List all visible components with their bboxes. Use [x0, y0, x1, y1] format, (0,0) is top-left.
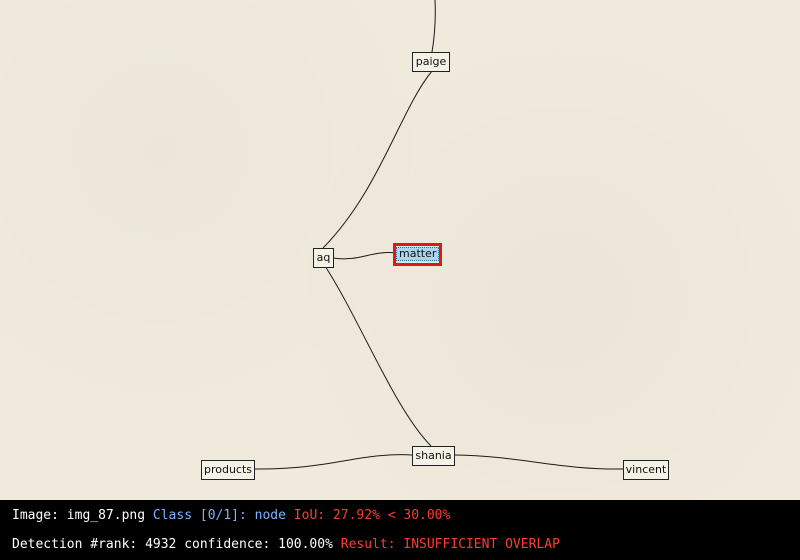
image-name: img_87.png [66, 508, 146, 523]
node-label: vincent [625, 463, 667, 476]
diagram-canvas: paige aq matter shania products vincent [0, 0, 800, 500]
node-vincent[interactable]: vincent [623, 460, 669, 480]
status-line-2: Detection #rank: 4932 confidence: 100.00… [12, 537, 560, 552]
node-label: aq [316, 251, 331, 264]
edge-paige-aq [322, 70, 433, 249]
edge-layer [253, 0, 624, 470]
edge-shania-vincent [454, 454, 624, 470]
node-label: shania [415, 449, 452, 462]
detection-label: Detection #rank: [12, 537, 138, 552]
rank-value: 4932 [145, 537, 177, 552]
node-label: products [203, 463, 253, 476]
node-label: paige [415, 55, 447, 68]
class-name: node [254, 508, 286, 523]
confidence-label: confidence: [184, 537, 271, 552]
node-products[interactable]: products [201, 460, 255, 480]
node-matter-highlighted[interactable]: matter [393, 243, 442, 266]
status-line-1: Image: img_87.png Class [0/1]: node IoU:… [12, 508, 450, 523]
class-text: Class [0/1]: [152, 508, 247, 523]
detection-status-bar: Image: img_87.png Class [0/1]: node IoU:… [0, 500, 800, 560]
edge-products-shania [253, 454, 413, 470]
node-aq[interactable]: aq [313, 248, 334, 268]
node-shania[interactable]: shania [412, 446, 455, 466]
iou-text: IoU: 27.92% < 30.00% [293, 508, 451, 523]
edge-aq-matter [332, 252, 397, 260]
edge-top-paige [431, 0, 436, 53]
result-text: Result: INSUFFICIENT OVERLAP [340, 537, 560, 552]
image-label: Image: [12, 508, 59, 523]
node-label: matter [396, 247, 440, 261]
edge-aq-shania [324, 265, 432, 447]
confidence-value: 100.00% [278, 537, 333, 552]
node-paige[interactable]: paige [412, 52, 450, 72]
